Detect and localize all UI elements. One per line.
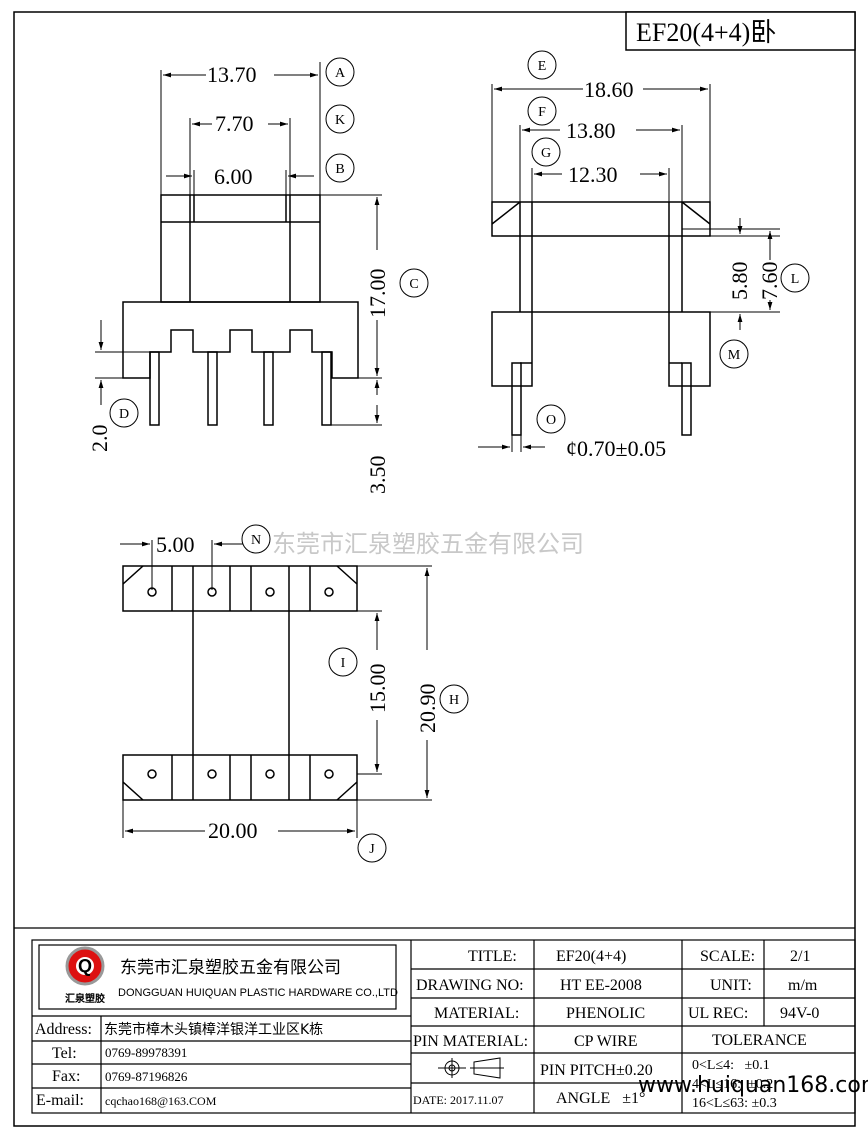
company-name-en: DONGGUAN HUIQUAN PLASTIC HARDWARE CO.,LT… (118, 987, 398, 999)
unit-value: m/m (788, 977, 818, 994)
svg-text:B: B (335, 162, 344, 177)
logo-letter: Q (78, 956, 92, 976)
watermark-site: www.huiquan168.com (638, 1073, 868, 1098)
svg-text:I: I (341, 656, 346, 671)
bubble-m: M (719, 339, 749, 369)
material-value: PHENOLIC (566, 1005, 645, 1022)
front-view (122, 194, 359, 426)
svg-text:O: O (546, 413, 556, 428)
date-value: DATE: 2017.11.07 (413, 1093, 504, 1107)
email-label: E-mail: (36, 1092, 84, 1109)
scale-label: SCALE: (700, 948, 755, 965)
address-label: Address: (35, 1021, 92, 1038)
pin-material-label: PIN MATERIAL: (413, 1033, 528, 1050)
side-view-labels: 18.60 13.80 12.30 5.80 7.60 ¢0.70±0.05 E… (527, 50, 810, 461)
bubble-h: H (439, 684, 469, 714)
dim-width-k: 7.70 (215, 111, 254, 136)
svg-text:K: K (335, 113, 345, 128)
header-title-box: EF20(4+4)卧 (625, 11, 856, 51)
dim-width-b: 6.00 (214, 164, 253, 189)
front-view-labels: 13.70 7.70 6.00 17.00 3.50 2.0 A K B C D (87, 57, 429, 495)
drawing-no-value: HT EE-2008 (560, 977, 642, 994)
company-name-cn: 东莞市汇泉塑胶五金有限公司 (120, 958, 341, 978)
bubble-n: N (241, 524, 271, 554)
bubble-a: A (325, 57, 355, 87)
dim-width-e: 18.60 (584, 77, 634, 102)
title-block (14, 927, 856, 1114)
dim-width-a: 13.70 (207, 62, 257, 87)
email-value: cqchao168@163.COM (105, 1094, 217, 1108)
svg-text:A: A (335, 66, 346, 81)
fax-label: Fax: (52, 1068, 80, 1085)
bubble-d: D (109, 398, 139, 428)
side-view-dims (478, 84, 780, 452)
sheet-border (13, 11, 856, 1127)
svg-text:H: H (449, 693, 459, 708)
tolerance-row-2: 4<L≤16: ±0.2 (692, 1077, 773, 1092)
bottom-view (122, 565, 358, 801)
bubble-f: F (527, 96, 557, 126)
bubble-k: K (325, 104, 355, 134)
bubble-g: G (531, 137, 561, 167)
bottom-view-labels: 5.00 15.00 20.90 20.00 N I H J (156, 524, 469, 863)
dim-pin-len: 3.50 (365, 456, 390, 495)
dim-width-g: 12.30 (568, 162, 618, 187)
dim-width-j: 20.00 (208, 818, 258, 843)
dim-pin-d: 2.0 (87, 425, 112, 453)
dim-height-76: 7.60 (757, 262, 782, 301)
bubble-b: B (325, 153, 355, 183)
svg-text:D: D (119, 407, 129, 422)
title-value: EF20(4+4) (556, 948, 626, 965)
side-view (491, 201, 711, 436)
part-title: EF20(4+4)卧 (636, 18, 776, 47)
company-logo: Q 汇泉塑胶 (65, 946, 105, 1005)
address-value: 东莞市樟木头镇樟洋银洋工业区K栋 (104, 1021, 323, 1038)
svg-text:L: L (791, 272, 800, 287)
svg-text:F: F (538, 105, 546, 120)
pin-pitch: PIN PITCH±0.20 (540, 1062, 653, 1079)
watermark-company: 东莞市汇泉塑胶五金有限公司 (272, 530, 584, 558)
drawing-no-label: DRAWING NO: (416, 977, 524, 994)
ul-value: 94V-0 (780, 1005, 819, 1022)
svg-text:N: N (251, 533, 261, 548)
tolerance-label: TOLERANCE (712, 1032, 807, 1049)
angle: ANGLE ±1° (556, 1090, 645, 1107)
svg-text:G: G (541, 146, 551, 161)
tolerance-row-3: 16<L≤63: ±0.3 (692, 1096, 777, 1111)
dim-inner-i: 15.00 (365, 664, 390, 714)
pin-material-value: CP WIRE (574, 1033, 638, 1050)
scale-value: 2/1 (790, 948, 810, 965)
svg-text:M: M (728, 348, 741, 363)
tolerance-row-1: 0<L≤4: ±0.1 (692, 1058, 770, 1073)
fax-value: 0769-87196826 (105, 1069, 188, 1084)
dim-width-f: 13.80 (566, 118, 616, 143)
bottom-view-dims (120, 540, 432, 838)
title-label: TITLE: (468, 948, 517, 965)
bubble-e: E (527, 50, 557, 80)
unit-label: UNIT: (710, 977, 752, 994)
material-label: MATERIAL: (434, 1005, 519, 1022)
bubble-l: L (780, 263, 810, 293)
svg-text:C: C (409, 277, 418, 292)
logo-text: 汇泉塑胶 (65, 992, 105, 1005)
bubble-o: O (536, 404, 566, 434)
front-view-dims (95, 62, 382, 426)
bubble-j: J (357, 833, 387, 863)
dim-height-58: 5.80 (727, 262, 752, 301)
dim-pin-dia: ¢0.70±0.05 (566, 436, 666, 461)
ul-label: UL REC: (688, 1005, 748, 1022)
svg-text:E: E (538, 59, 547, 74)
tel-value: 0769-89978391 (105, 1045, 187, 1060)
bubble-i: I (328, 647, 358, 677)
dim-height-c: 17.00 (365, 269, 390, 319)
tel-label: Tel: (52, 1045, 77, 1062)
bubble-c: C (399, 268, 429, 298)
dim-pitch-n: 5.00 (156, 532, 195, 557)
dim-total-h: 20.90 (415, 684, 440, 734)
projection-symbol-icon (438, 1057, 504, 1079)
svg-text:J: J (369, 842, 375, 857)
